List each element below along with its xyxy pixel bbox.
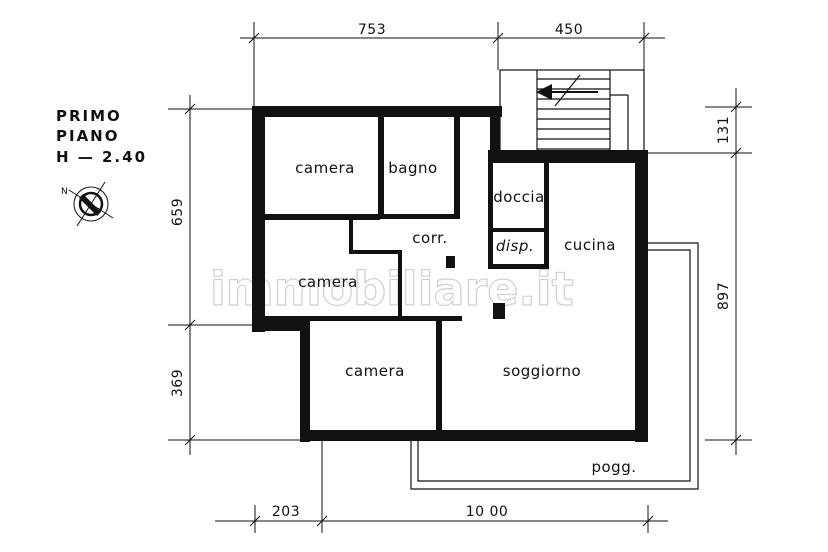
watermark: immobiliare.it xyxy=(210,262,574,316)
room-label-camera-3: camera xyxy=(345,362,405,380)
balcony-outline xyxy=(410,242,699,490)
walls xyxy=(252,106,648,442)
title-line1: PRIMO xyxy=(56,107,122,125)
dim-top-right: 450 xyxy=(555,22,583,38)
stairwell xyxy=(499,69,645,157)
dimension-lines xyxy=(168,22,752,533)
room-label-corridor: corr. xyxy=(412,229,447,247)
room-label-doccia: doccia xyxy=(493,188,545,206)
dim-left-lower: 369 xyxy=(170,369,186,397)
dim-bottom-left: 203 xyxy=(272,504,300,520)
dim-right-upper: 131 xyxy=(716,116,732,144)
dim-left-upper: 659 xyxy=(170,198,186,226)
room-label-soggiorno: soggiorno xyxy=(503,362,581,380)
room-label-camera-2: camera xyxy=(298,273,358,291)
dim-right-lower: 897 xyxy=(716,282,732,310)
room-label-poggiolo: pogg. xyxy=(591,458,636,476)
room-label-bagno: bagno xyxy=(388,159,437,177)
room-label-cucina: cucina xyxy=(564,236,616,254)
dimension-ticks xyxy=(184,32,742,527)
svg-text:N: N xyxy=(61,187,68,197)
room-label-disp: disp. xyxy=(496,237,534,255)
title-line2: PIANO xyxy=(56,127,120,145)
dim-top-left: 753 xyxy=(358,22,386,38)
arrow-left-icon xyxy=(536,84,598,100)
dim-bottom-right: 10 00 xyxy=(466,504,509,520)
room-label-camera-1: camera xyxy=(295,159,355,177)
compass-north-icon: N xyxy=(61,181,114,227)
title-line3: H — 2.40 xyxy=(56,148,147,166)
